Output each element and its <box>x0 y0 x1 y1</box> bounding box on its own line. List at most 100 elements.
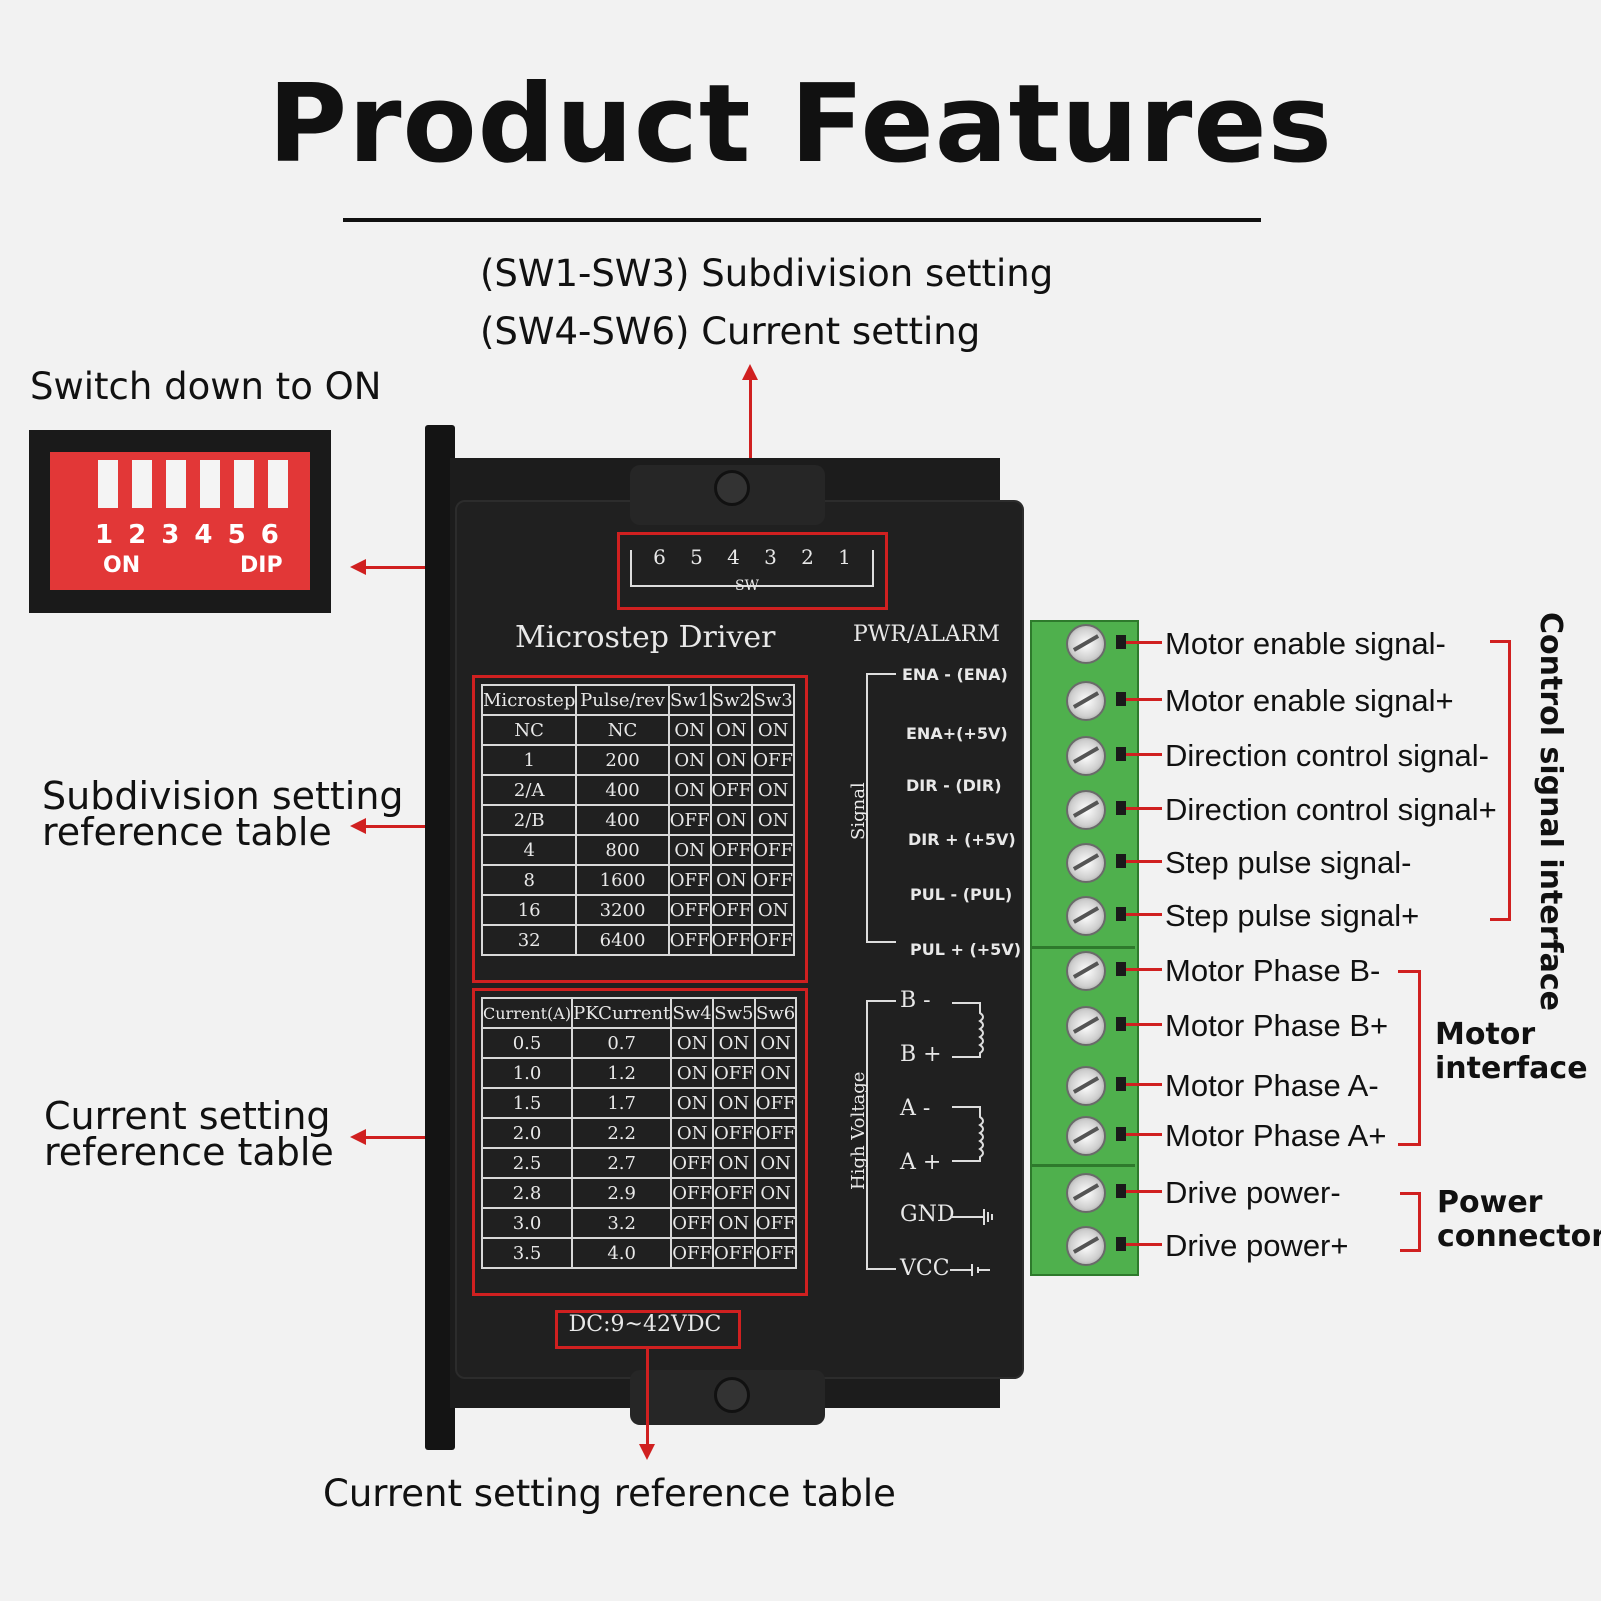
terminal-screw-icon <box>1066 790 1106 830</box>
screw-icon <box>714 470 750 506</box>
terminal-screw-icon <box>1066 1066 1106 1106</box>
arrow-left-icon <box>350 559 366 575</box>
table-cell: OFF <box>751 744 795 776</box>
table-cell: 3200 <box>575 894 670 926</box>
arrow-left-icon <box>350 1129 366 1145</box>
table-cell: OFF <box>670 1147 714 1179</box>
signal-bracket <box>866 673 868 943</box>
label-drive-power-minus: Drive power- <box>1165 1175 1341 1210</box>
label-phase-a-minus: Motor Phase A- <box>1165 1068 1379 1103</box>
dc-callout-line <box>646 1346 649 1446</box>
power-connector-bracket <box>1400 1192 1421 1252</box>
table-cell: 1.5 <box>480 1087 574 1119</box>
term-a-plus: A + <box>900 1150 942 1175</box>
table-cell: 8 <box>480 864 578 896</box>
label-motor-enable-plus: Motor enable signal+ <box>1165 683 1454 718</box>
sw-callout-line1: (SW1-SW3) Subdivision setting <box>480 252 1054 295</box>
table-cell: ON <box>711 1027 756 1059</box>
signal-bracket-top <box>866 673 896 675</box>
page-title: Product Features <box>268 62 1333 187</box>
terminal-tick <box>1116 635 1126 649</box>
table-cell: ON <box>753 1147 798 1179</box>
label-step-pulse-minus: Step pulse signal- <box>1165 845 1412 880</box>
table-cell: OFF <box>753 1207 798 1239</box>
current-callout-line <box>365 1136 473 1139</box>
dip-on-label: ON <box>103 553 141 578</box>
table-cell: 2.9 <box>571 1177 673 1209</box>
terminal-leader-line <box>1126 1083 1162 1086</box>
terminal-leader-line <box>1126 1133 1162 1136</box>
table-cell: ON <box>667 834 712 866</box>
table-cell: OFF <box>709 834 754 866</box>
label-direction-plus: Direction control signal+ <box>1165 792 1497 827</box>
table-cell: 32 <box>480 924 578 956</box>
table-header: Pulse/rev <box>575 684 670 716</box>
dip-switch-3 <box>166 460 186 508</box>
signal-dir-minus: DIR - (DIR) <box>906 776 1002 795</box>
control-signal-interface-label: Control signal interface <box>1533 612 1568 1011</box>
table-cell: OFF <box>670 1177 714 1209</box>
table-cell: OFF <box>667 804 712 836</box>
high-voltage-bracket-top <box>866 1000 896 1002</box>
sw-number: 4 <box>727 545 742 569</box>
power-connector-label: Power connector <box>1437 1186 1601 1254</box>
screw-slot <box>1072 1236 1100 1254</box>
table-cell: ON <box>753 1057 798 1089</box>
table-cell: OFF <box>670 1207 714 1239</box>
terminal-tick <box>1116 1127 1126 1141</box>
table-cell: 1.0 <box>480 1057 574 1089</box>
table-header: Current(A) <box>480 997 574 1029</box>
table-cell: 3.2 <box>571 1207 673 1239</box>
power-connector-line1: Power <box>1437 1185 1543 1220</box>
terminal-tick <box>1116 962 1126 976</box>
table-header-row: Microstep Pulse/rev Sw1 Sw2 Sw3 <box>480 684 795 716</box>
terminal-divider <box>1030 1164 1135 1167</box>
control-signal-bracket <box>1490 640 1511 921</box>
table-cell: OFF <box>709 774 754 806</box>
terminal-tick <box>1116 854 1126 868</box>
terminal-leader-line <box>1126 1243 1162 1246</box>
dip-switch-4 <box>200 460 220 508</box>
switch-on-callout: Switch down to ON <box>30 365 382 408</box>
table-cell: 2.7 <box>571 1147 673 1179</box>
table-cell: ON <box>667 744 712 776</box>
sw-callout-line2: (SW4-SW6) Current setting <box>480 310 981 353</box>
table-cell: OFF <box>670 1237 714 1269</box>
sw-callout-line <box>749 378 752 534</box>
table-cell: NC <box>575 714 670 746</box>
signal-ena-minus: ENA - (ENA) <box>902 665 1008 684</box>
terminal-screw-icon <box>1066 681 1106 721</box>
terminal-tick <box>1116 747 1126 761</box>
term-a-minus: A - <box>900 1096 931 1121</box>
terminal-divider <box>1030 946 1135 949</box>
table-cell: 2/B <box>480 804 578 836</box>
table-cell: ON <box>711 1087 756 1119</box>
terminal-tick <box>1116 1077 1126 1091</box>
table-cell: 4 <box>480 834 578 866</box>
table-cell: OFF <box>753 1087 798 1119</box>
table-cell: OFF <box>753 1237 798 1269</box>
label-motor-enable-minus: Motor enable signal- <box>1165 626 1446 661</box>
table-cell: 2.5 <box>480 1147 574 1179</box>
term-b-plus: B + <box>900 1042 942 1067</box>
terminal-screw-icon <box>1066 843 1106 883</box>
terminal-screw-icon <box>1066 1006 1106 1046</box>
sw-number: 6 <box>653 545 668 569</box>
table-cell: 800 <box>575 834 670 866</box>
table-cell: OFF <box>667 894 712 926</box>
term-gnd: GND <box>900 1202 955 1227</box>
table-cell: 1600 <box>575 864 670 896</box>
pwr-alarm-label: PWR/ALARM <box>853 622 1000 647</box>
table-header: Sw1 <box>667 684 712 716</box>
terminal-leader-line <box>1126 968 1162 971</box>
table-header: Sw5 <box>711 997 756 1029</box>
screw-slot <box>1072 1016 1100 1034</box>
terminal-leader-line <box>1126 1190 1162 1193</box>
motor-interface-label: Motor interface <box>1435 1018 1588 1086</box>
